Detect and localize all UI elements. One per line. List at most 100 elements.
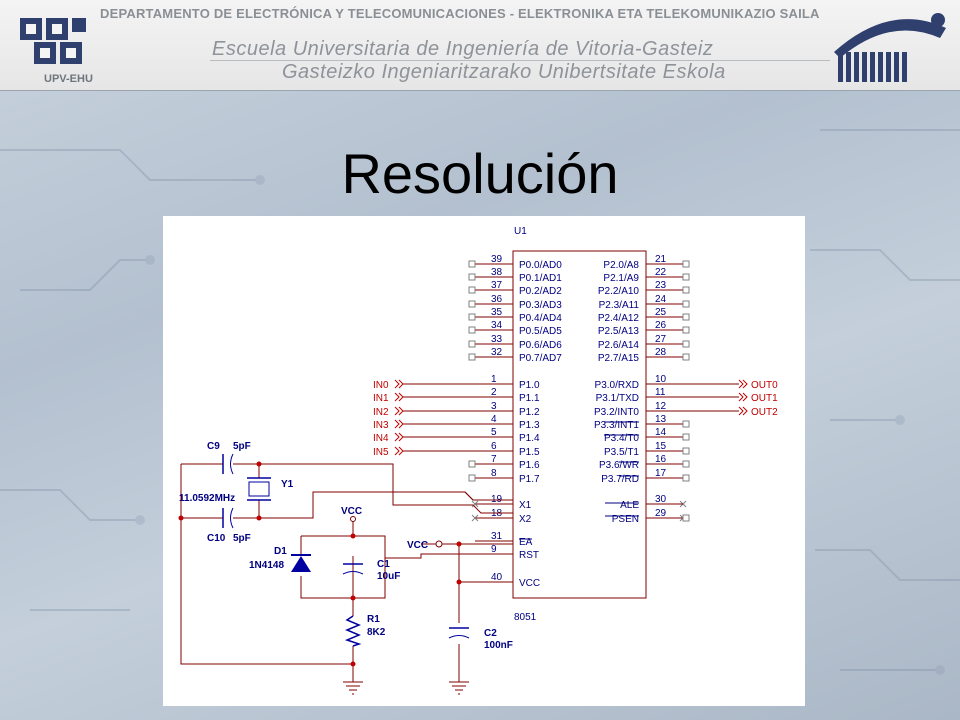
pin-number: 40 bbox=[491, 572, 503, 583]
output-port-label: OUT0 bbox=[751, 380, 778, 391]
pin-number: 24 bbox=[655, 294, 667, 305]
no-connect-marker bbox=[682, 340, 690, 348]
chip-pin-left: 3P1.2 bbox=[475, 401, 540, 418]
no-connect-marker bbox=[468, 300, 476, 308]
pin-name: P1.1 bbox=[519, 393, 540, 404]
pin-number: 28 bbox=[655, 347, 667, 358]
pin-name: EA bbox=[519, 537, 533, 548]
no-connect-marker bbox=[468, 340, 476, 348]
y1-value: 11.0592MHz bbox=[179, 493, 235, 504]
pin-name: P3.0/RXD bbox=[595, 380, 639, 391]
pin-number: 15 bbox=[655, 441, 667, 452]
pin-number: 4 bbox=[491, 414, 497, 425]
pin-name: ALE bbox=[620, 500, 639, 511]
pin-name: P2.0/A8 bbox=[603, 260, 639, 271]
junction-dot bbox=[350, 661, 356, 667]
no-connect-marker bbox=[682, 433, 690, 441]
pin-name: P2.4/A12 bbox=[598, 313, 640, 324]
pin-name: P0.1/AD1 bbox=[519, 273, 562, 284]
no-connect-marker bbox=[682, 273, 690, 281]
no-connect-marker bbox=[682, 460, 690, 468]
chip-pin-left: 6P1.5 bbox=[475, 441, 540, 458]
header-banner: UPV-EHU DEPARTAMENTO DE ELECTRÓNICA Y TE… bbox=[0, 0, 960, 91]
junction-dot bbox=[350, 533, 356, 539]
vcc-terminal bbox=[350, 516, 356, 522]
pin-number: 13 bbox=[655, 414, 667, 425]
pin-number: 34 bbox=[491, 320, 503, 331]
no-connect-marker bbox=[468, 273, 476, 281]
crystal-y1 bbox=[247, 477, 271, 501]
right-pins: 21P2.0/A822P2.1/A923P2.2/A1024P2.3/A1125… bbox=[594, 254, 690, 525]
no-connect-marker bbox=[682, 260, 690, 268]
ground-icon bbox=[343, 681, 363, 695]
pin-name: P2.5/A13 bbox=[598, 326, 640, 337]
pin-name: P0.0/AD0 bbox=[519, 260, 562, 271]
c9-ref: C9 bbox=[207, 441, 220, 452]
output-port-out2: OUT2 bbox=[683, 406, 778, 418]
no-connect-marker bbox=[682, 326, 690, 334]
r1-value: 8K2 bbox=[367, 627, 386, 638]
chip-part: 8051 bbox=[514, 612, 537, 623]
pin-name: RST bbox=[519, 550, 539, 561]
no-connect-marker bbox=[468, 353, 476, 361]
pin-number: 8 bbox=[491, 468, 497, 479]
input-port-in2: IN2 bbox=[373, 406, 475, 418]
pin-name: P0.5/AD5 bbox=[519, 326, 562, 337]
school-name-es: Escuela Universitaria de Ingeniería de V… bbox=[212, 38, 714, 60]
no-connect-marker bbox=[682, 313, 690, 321]
no-connect-marker bbox=[682, 300, 690, 308]
pin-marker bbox=[471, 514, 479, 522]
c10-value: 5pF bbox=[233, 533, 251, 544]
input-port-label: IN2 bbox=[373, 407, 389, 418]
no-connect-marker bbox=[468, 313, 476, 321]
input-port-in3: IN3 bbox=[373, 419, 475, 431]
c10-ref: C10 bbox=[207, 533, 226, 544]
chip-ref: U1 bbox=[514, 226, 527, 237]
input-port-label: IN3 bbox=[373, 420, 389, 431]
junction-dot bbox=[178, 515, 184, 521]
c2-value: 100nF bbox=[484, 640, 513, 651]
pin-name: P0.7/AD7 bbox=[519, 353, 562, 364]
diode-d1 bbox=[291, 554, 311, 572]
pin-name: P0.2/AD2 bbox=[519, 286, 562, 297]
no-connect-marker bbox=[468, 460, 476, 468]
no-connect-marker bbox=[468, 260, 476, 268]
pin-number: 6 bbox=[491, 441, 497, 452]
no-connect-marker bbox=[682, 514, 690, 522]
pin-name: P2.6/A14 bbox=[598, 340, 640, 351]
oscillator-wiring bbox=[180, 463, 513, 665]
junction-dot bbox=[456, 541, 462, 547]
school-name-eu: Gasteizko Ingeniaritzarako Unibertsitate… bbox=[282, 61, 726, 83]
chip-pin-left: 1P1.0 bbox=[475, 374, 540, 391]
junction-dot bbox=[256, 515, 262, 521]
pin-name: P2.7/A15 bbox=[598, 353, 640, 364]
chip-pin-left: 7P1.6 bbox=[468, 454, 540, 471]
pin-name: P3.1/TXD bbox=[596, 393, 639, 404]
c1-ref: C1 bbox=[377, 559, 390, 570]
pin-number: 22 bbox=[655, 267, 667, 278]
pin-name: P3.2/INT0 bbox=[594, 407, 639, 418]
input-port-label: IN4 bbox=[373, 433, 389, 444]
output-port-out0: OUT0 bbox=[683, 379, 778, 391]
d1-ref: D1 bbox=[274, 546, 287, 557]
output-port-out1: OUT1 bbox=[683, 392, 778, 404]
c2-ref: C2 bbox=[484, 628, 497, 639]
pin-name: P0.4/AD4 bbox=[519, 313, 562, 324]
vcc-label-2: VCC bbox=[407, 540, 428, 551]
pin-number: 7 bbox=[491, 454, 497, 465]
no-connect-marker bbox=[468, 474, 476, 482]
pin-number: 27 bbox=[655, 334, 667, 345]
